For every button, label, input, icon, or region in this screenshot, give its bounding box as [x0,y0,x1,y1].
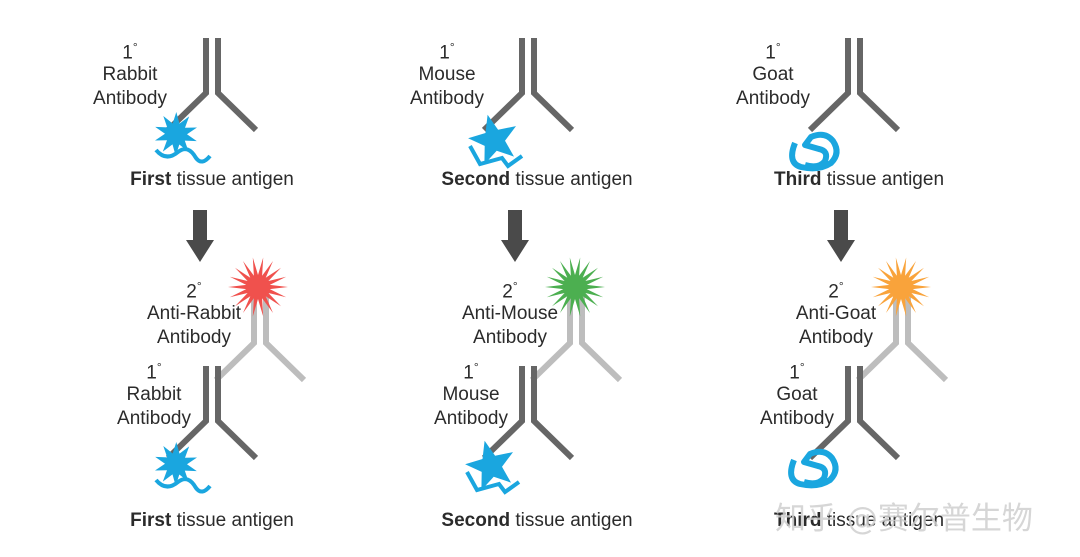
secondary-antibody-shape [529,288,623,383]
antigen-label: Third tissue antigen [773,169,945,190]
bottom-antigen-label: Third tissue antigen [773,510,945,531]
primary-antibody-shape [165,38,259,133]
tissue-antigen-shape [468,114,524,169]
bottom-antigen-label: Second tissue antigen [441,510,633,531]
tissue-antigen-shape [789,131,840,172]
bottom-primary-degree: 1° [789,360,805,384]
tissue-antigen-shape [154,112,212,164]
antigen-label: Second tissue antigen [441,169,633,190]
fluorophore-burst [871,257,931,317]
bottom-primary-antibody-shape [481,366,575,461]
secondary-degree: 2° [186,279,202,303]
bottom-antigen-label: First tissue antigen [130,510,294,531]
fluorophore-burst [228,257,288,317]
secondary-degree: 2° [828,279,844,303]
secondary-antibody-shape [855,288,949,383]
fluorophore-burst [545,257,605,317]
bottom-tissue-antigen-shape [154,442,212,494]
primary-antibody-shape [807,38,901,133]
primary-degree: 1° [765,40,781,64]
bottom-primary-antibody-shape [807,366,901,461]
watermark: 知乎 @赛尔普生物 [775,501,1033,537]
bottom-primary-antibody-shape [165,366,259,461]
secondary-degree: 2° [502,279,518,303]
primary-degree: 1° [439,40,455,64]
bottom-primary-degree: 1° [463,360,479,384]
primary-antibody-shape [481,38,575,133]
bottom-tissue-antigen-shape [465,440,521,495]
down-arrow [501,210,529,262]
bottom-tissue-antigen-shape [788,448,839,489]
down-arrow [827,210,855,262]
primary-degree: 1° [122,40,138,64]
down-arrow [186,210,214,262]
bottom-primary-degree: 1° [146,360,162,384]
antigen-label: First tissue antigen [130,169,294,190]
